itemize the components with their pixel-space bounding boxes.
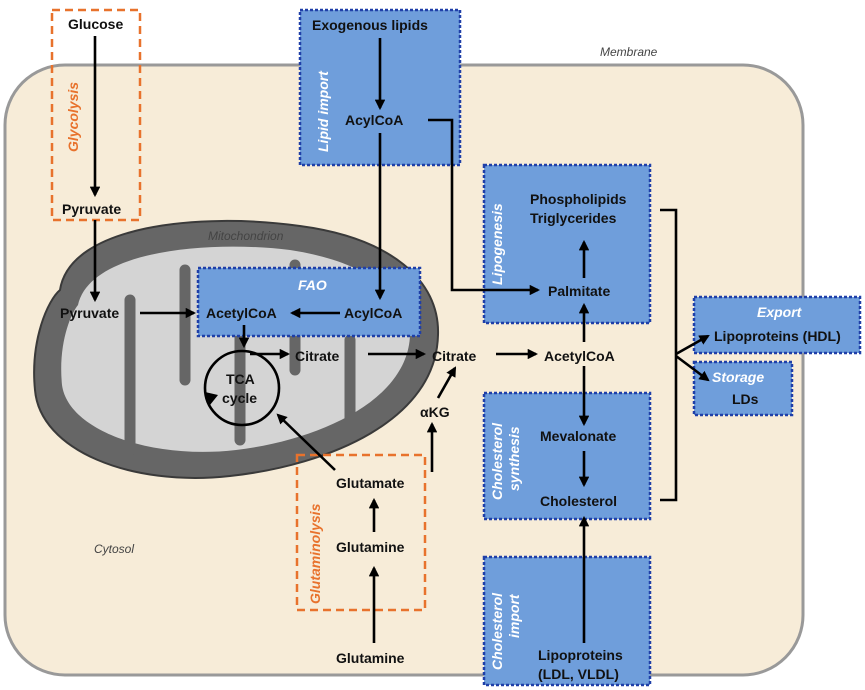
tca-cycle-circle bbox=[203, 349, 281, 427]
storage-box bbox=[692, 360, 794, 417]
lipoproteins-ldl-label-1: Lipoproteins bbox=[538, 647, 623, 663]
export-box bbox=[692, 295, 862, 355]
phospholipids-label: Phospholipids bbox=[530, 191, 627, 207]
akg-label: αKG bbox=[420, 404, 450, 420]
cholesterol-import-box bbox=[482, 555, 652, 687]
cholesterol-import-label-2: import bbox=[506, 593, 522, 638]
arrow-to-export bbox=[675, 334, 710, 356]
lipid-import-label: Lipid import bbox=[315, 70, 331, 152]
cholesterol-import-label-1: Cholesterol bbox=[489, 592, 505, 670]
palmitate-label: Palmitate bbox=[548, 283, 610, 299]
exogenous-lipids-label: Exogenous lipids bbox=[312, 17, 428, 33]
storage-label: Storage bbox=[712, 369, 764, 385]
arrow-glutamate-tca bbox=[276, 413, 336, 471]
acetylcoa-cyto-label: AcetylCoA bbox=[544, 348, 615, 364]
arrows bbox=[89, 36, 710, 643]
arrow-to-storage bbox=[675, 354, 710, 382]
citrate-mito-label: Citrate bbox=[295, 348, 340, 364]
fao-label: FAO bbox=[298, 277, 327, 293]
fao-box bbox=[196, 266, 422, 338]
citrate-cyto-label: Citrate bbox=[432, 348, 477, 364]
glutamine-outer-label: Glutamine bbox=[336, 650, 405, 666]
arrow-akg-citrate bbox=[436, 366, 457, 399]
cholesterol-synthesis-label-1: Cholesterol bbox=[489, 422, 505, 500]
glutaminolysis-box bbox=[295, 453, 427, 612]
lipoproteins-ldl-label-2: (LDL, VLDL) bbox=[538, 666, 619, 682]
pyruvate-cytosol-label: Pyruvate bbox=[62, 201, 121, 217]
membrane-label: Membrane bbox=[600, 45, 658, 59]
lipoproteins-hdl-label: Lipoproteins (HDL) bbox=[714, 328, 841, 344]
bracket-lipids bbox=[660, 208, 678, 502]
lipogenesis-label: Lipogenesis bbox=[489, 203, 505, 285]
lds-label: LDs bbox=[732, 391, 759, 407]
glutaminolysis-label: Glutaminolysis bbox=[307, 503, 323, 604]
glutamate-label: Glutamate bbox=[336, 475, 405, 491]
glutamine-inner-label: Glutamine bbox=[336, 539, 405, 555]
acylcoa-fao-label: AcylCoA bbox=[344, 305, 402, 321]
export-label: Export bbox=[757, 304, 803, 320]
arrow-acylcoa-to-palmitate bbox=[428, 118, 541, 296]
cholesterol-synthesis-box bbox=[482, 391, 652, 521]
acetylcoa-mito-label: AcetylCoA bbox=[206, 305, 277, 321]
cytosol-label: Cytosol bbox=[94, 542, 134, 556]
triglycerides-label: Triglycerides bbox=[530, 210, 617, 226]
mitochondrion-label: Mitochondrion bbox=[208, 229, 284, 243]
tca-label-line1: TCA bbox=[226, 371, 255, 387]
lipogenesis-box bbox=[482, 163, 652, 325]
acylcoa-import-label: AcylCoA bbox=[345, 112, 403, 128]
glucose-label: Glucose bbox=[68, 16, 123, 32]
tca-label-line2: cycle bbox=[222, 390, 257, 406]
pyruvate-mito-label: Pyruvate bbox=[60, 305, 119, 321]
mevalonate-label: Mevalonate bbox=[540, 428, 616, 444]
cholesterol-label: Cholesterol bbox=[540, 493, 617, 509]
cholesterol-synthesis-label-2: synthesis bbox=[506, 426, 522, 491]
glycolysis-label: Glycolysis bbox=[65, 82, 81, 152]
